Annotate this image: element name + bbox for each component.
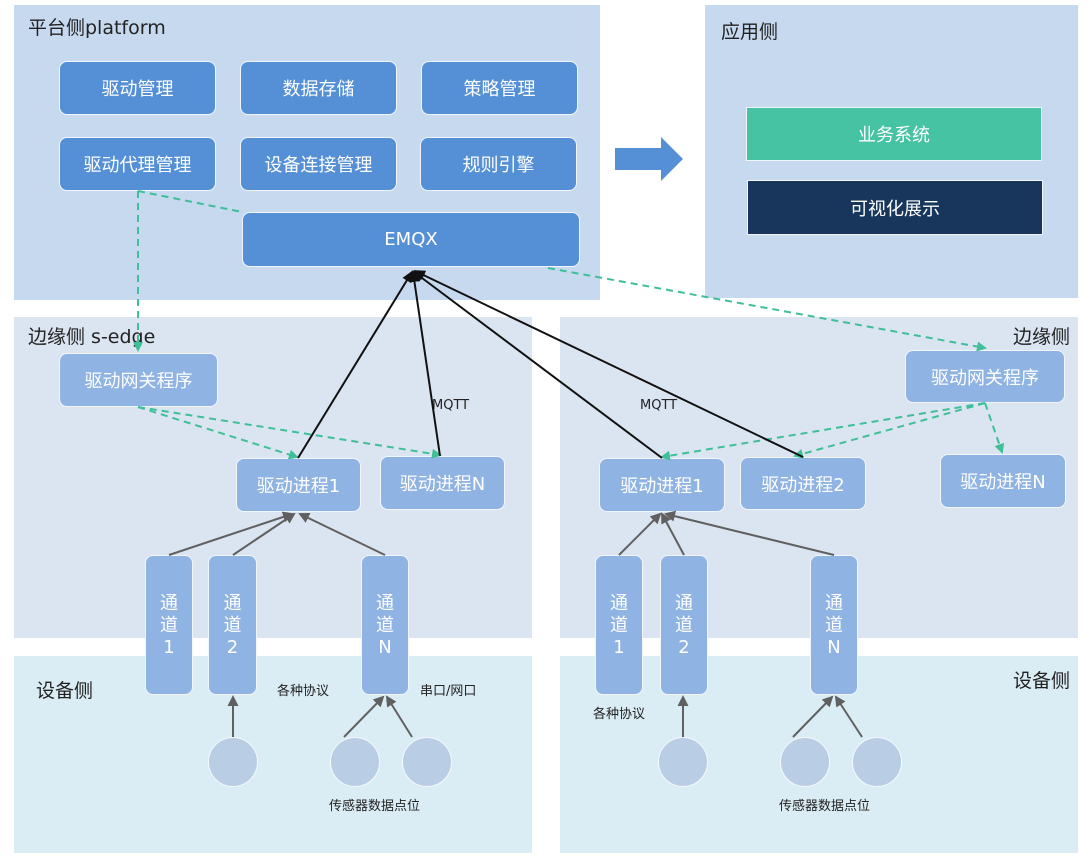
emqx-broker[interactable]: EMQX (242, 212, 580, 267)
visualization-display[interactable]: 可视化展示 (747, 180, 1043, 235)
module-driver-management[interactable]: 驱动管理 (59, 61, 216, 115)
sensor-point[interactable] (402, 737, 452, 787)
sensor-point[interactable] (780, 737, 830, 787)
sensor-point[interactable] (658, 737, 708, 787)
module-data-storage[interactable]: 数据存储 (240, 61, 397, 115)
sensor-point[interactable] (852, 737, 902, 787)
sensor-point[interactable] (330, 737, 380, 787)
flow-arrow-icon (615, 137, 683, 181)
process-right-1[interactable]: 驱动进程1 (599, 458, 725, 512)
protocol-label-left: 各种协议 (277, 684, 330, 699)
business-system[interactable]: 业务系统 (746, 107, 1042, 161)
device-right-title: 设备侧 (1012, 670, 1070, 692)
channel-char: 1 (613, 637, 625, 658)
mqtt-label-right: MQTT (640, 398, 678, 413)
channel-right-1[interactable]: 通 道 1 (595, 555, 643, 695)
channel-char: 通 (223, 593, 242, 614)
channel-left-2[interactable]: 通 道 2 (208, 555, 257, 695)
channel-char: 道 (223, 615, 242, 636)
channel-char: 通 (160, 593, 178, 614)
channel-char: 道 (610, 615, 628, 636)
channel-left-n[interactable]: 通 道 N (361, 555, 409, 695)
channel-char: N (827, 637, 841, 658)
module-policy-management[interactable]: 策略管理 (421, 61, 578, 115)
platform-title: 平台侧platform (28, 17, 166, 39)
channel-char: 道 (376, 615, 394, 636)
channel-char: 道 (160, 615, 178, 636)
module-rule-engine[interactable]: 规则引擎 (420, 137, 577, 191)
channel-left-1[interactable]: 通 道 1 (145, 555, 193, 695)
channel-char: 2 (678, 637, 690, 658)
module-driver-proxy-management[interactable]: 驱动代理管理 (59, 137, 216, 191)
channel-char: 通 (610, 593, 628, 614)
process-left-n[interactable]: 驱动进程N (380, 456, 505, 510)
gateway-left[interactable]: 驱动网关程序 (59, 353, 218, 407)
port-label-left: 串口/网口 (420, 684, 477, 699)
sensor-point[interactable] (208, 737, 258, 787)
gateway-right[interactable]: 驱动网关程序 (905, 350, 1065, 403)
channel-char: 道 (675, 615, 693, 636)
channel-char: 2 (226, 637, 239, 658)
process-right-n[interactable]: 驱动进程N (940, 454, 1066, 508)
channel-char: 1 (163, 637, 175, 658)
sensor-label-left: 传感器数据点位 (329, 799, 421, 814)
process-right-2[interactable]: 驱动进程2 (740, 457, 866, 510)
process-left-1[interactable]: 驱动进程1 (236, 458, 361, 512)
channel-char: N (378, 637, 392, 658)
application-title: 应用侧 (721, 21, 779, 43)
channel-char: 通 (675, 593, 693, 614)
channel-right-n[interactable]: 通 道 N (810, 555, 858, 695)
device-left-title: 设备侧 (36, 680, 94, 702)
channel-char: 道 (825, 615, 843, 636)
channel-char: 通 (825, 593, 843, 614)
sensor-label-right: 传感器数据点位 (779, 799, 871, 814)
edge-right-title: 边缘侧 (1012, 326, 1070, 348)
module-device-connection-management[interactable]: 设备连接管理 (240, 137, 397, 191)
edge-left-title: 边缘侧 s-edge (28, 326, 156, 348)
protocol-label-right: 各种协议 (593, 707, 646, 722)
channel-right-2[interactable]: 通 道 2 (660, 555, 708, 695)
mqtt-label-left: MQTT (432, 398, 470, 413)
channel-char: 通 (376, 593, 394, 614)
